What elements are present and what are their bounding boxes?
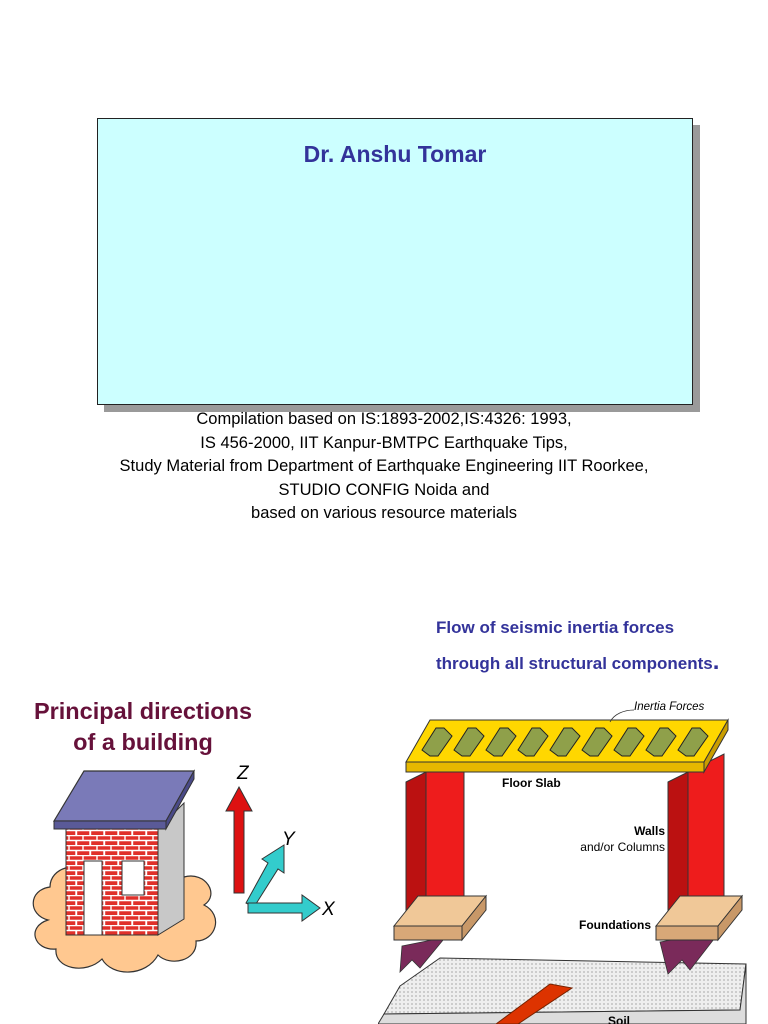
x-axis-arrow: [247, 894, 321, 922]
house-illustration: Z Y X: [32, 763, 336, 973]
credit-line: based on various resource materials: [251, 504, 517, 522]
flow-caption-line: through all structural components.: [436, 648, 720, 675]
label-floor-slab: Floor Slab: [502, 776, 561, 790]
building-window: [121, 860, 145, 896]
label-inertia-forces: Inertia Forces: [634, 701, 705, 713]
z-axis-arrow: [225, 785, 253, 894]
y-axis-label: Y: [282, 829, 296, 850]
flow-caption: Flow of seismic inertia forces through a…: [436, 611, 719, 681]
credit-line: Compilation based on IS:1893-2002,IS:432…: [196, 410, 572, 428]
wall-left: [405, 771, 427, 917]
wall-right: [687, 753, 725, 913]
label-columns: and/or Columns: [580, 840, 665, 854]
y-axis-arrow: [245, 844, 285, 908]
flow-caption-line: Flow of seismic inertia forces: [436, 618, 675, 637]
credits-block: Compilation based on IS:1893-2002,IS:432…: [0, 408, 768, 526]
label-walls: Walls: [634, 824, 665, 838]
caption-period: .: [712, 648, 720, 675]
credit-line: STUDIO CONFIG Noida and: [278, 480, 490, 499]
inertia-leader-line: [609, 709, 635, 723]
principal-directions-title: Principal directions of a building: [33, 698, 253, 755]
building-door: [83, 860, 103, 936]
seismic-flow-illustration: Inertia Forces Floor Slab Walls and/or C…: [378, 701, 747, 1024]
credit-line: Study Material from Department of Earthq…: [119, 457, 649, 475]
z-axis-label: Z: [236, 763, 250, 784]
inertia-force-arrows: [421, 727, 709, 757]
credit-line: IS 456-2000, IIT Kanpur-BMTPC Earthquake…: [200, 433, 568, 452]
author-name: Dr. Anshu Tomar: [303, 141, 487, 167]
label-soil: Soil: [608, 1014, 630, 1024]
label-foundations: Foundations: [579, 918, 651, 932]
ground-motion-band: [495, 983, 574, 1024]
x-axis-label: X: [321, 899, 336, 920]
title-box: Dr. Anshu Tomar: [97, 118, 693, 405]
